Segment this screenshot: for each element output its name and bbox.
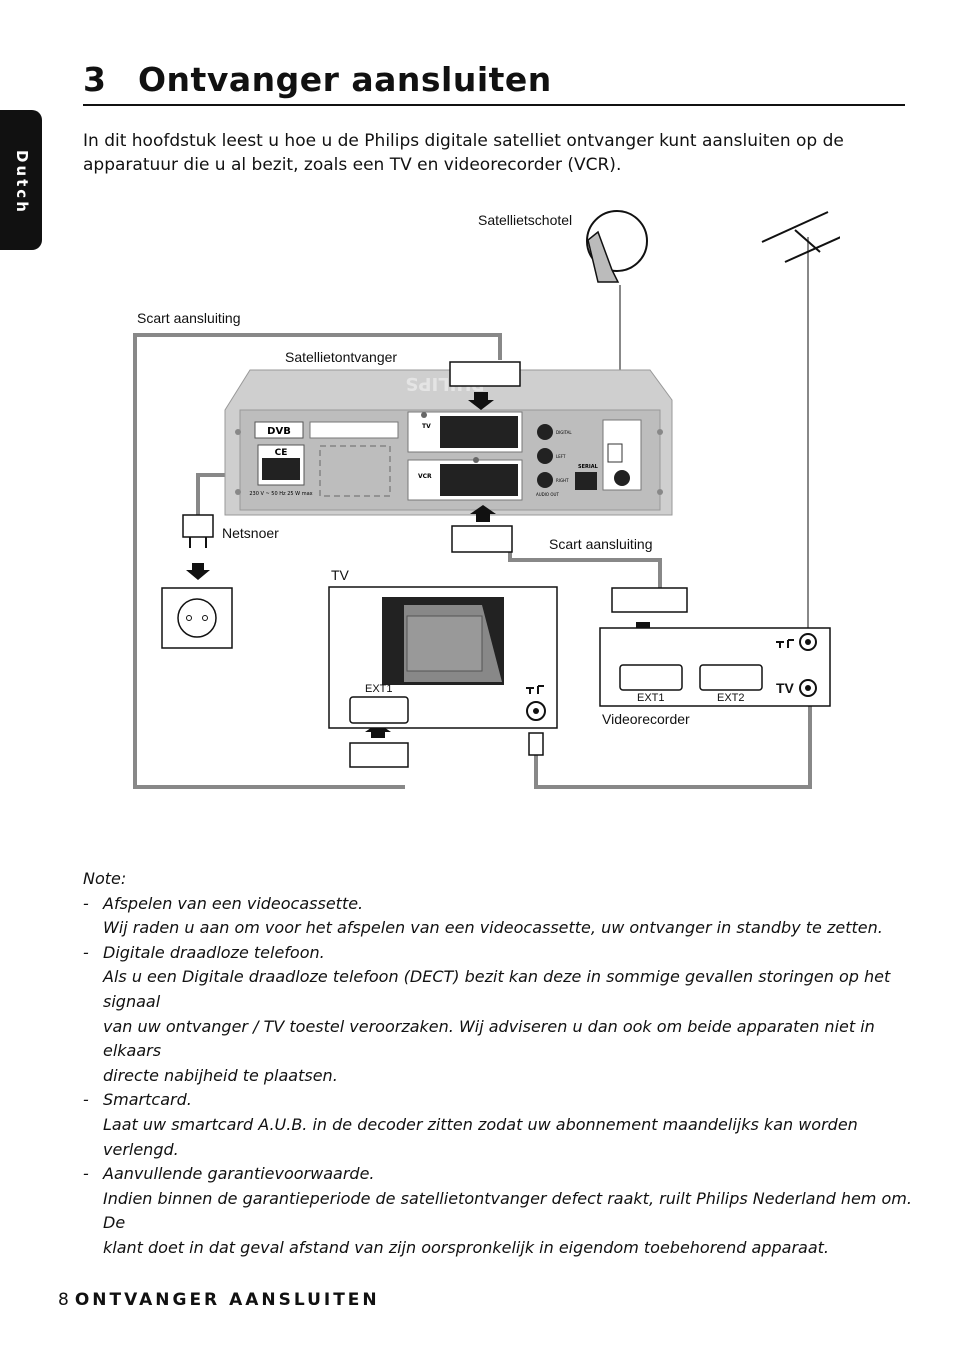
- note-line: Wij raden u aan om voor het afspelen van…: [103, 918, 883, 938]
- receiver-digital-label: DIGITAL: [556, 430, 572, 435]
- power-cord-label: Netsnoer: [222, 525, 279, 541]
- receiver-left-label: LEFT: [556, 454, 566, 459]
- scart-cable-left: [133, 333, 502, 789]
- scart-plug-top: [449, 361, 521, 410]
- receiver-label: Satellietontvanger: [285, 349, 398, 365]
- note-line: van uw ontvanger / TV toestel veroorzake…: [103, 1016, 875, 1061]
- vcr-ext2-label: EXT2: [717, 692, 745, 704]
- power-plug-icon: [182, 514, 214, 580]
- intro-paragraph: In dit hoofdstuk leest u hoe u de Philip…: [83, 129, 903, 177]
- note-title: Afspelen van een videocassette.: [103, 893, 364, 913]
- satellite-dish-icon: [586, 210, 648, 283]
- note-title: Smartcard.: [103, 1090, 192, 1110]
- receiver-audio-out-label: AUDIO OUT: [536, 492, 559, 497]
- receiver-right-label: RIGHT: [556, 478, 569, 483]
- tv-box: [328, 586, 558, 756]
- title-rule: [83, 104, 905, 106]
- language-tab: Dutch: [0, 110, 42, 250]
- receiver-back-panel: PHILIPS DVB CE 230 V ~ 50 Hz 25 W max TV…: [224, 369, 673, 516]
- power-rating: 230 V ~ 50 Hz 25 W max: [249, 491, 312, 497]
- chapter-number: 3: [83, 60, 107, 99]
- note-line: Als u een Digitale draadloze telefoon (D…: [103, 967, 891, 1011]
- scart-plug-receiver-vcr: [451, 505, 513, 553]
- receiver-serial-label: SERIAL: [578, 464, 599, 470]
- dvb-logo: DVB: [267, 426, 291, 437]
- diagram-drawing: PHILIPS DVB CE 230 V ~ 50 Hz 25 W max TV…: [133, 210, 840, 789]
- antenna-icon: [761, 211, 840, 263]
- language-tab-label: Dutch: [13, 150, 31, 215]
- note-item: -Afspelen van een videocassette. Wij rad…: [83, 892, 913, 941]
- page-title: 3 Ontvanger aansluiten: [83, 60, 552, 99]
- scart-plug-tv: [349, 723, 409, 768]
- vcr-tv-port-label: TV: [776, 680, 794, 696]
- footer-title: ONTVANGER AANSLUITEN: [74, 1290, 380, 1310]
- vcr-box: [526, 627, 831, 707]
- notes-heading: Note:: [83, 869, 127, 888]
- page-number: 8: [58, 1290, 69, 1310]
- note-line: klant doet in dat geval afstand van zijn…: [103, 1237, 829, 1257]
- vcr-ext1-label: EXT1: [637, 692, 665, 704]
- note-title: Aanvullende garantievoorwaarde.: [103, 1164, 375, 1184]
- scart-mid-label: Scart aansluiting: [549, 536, 653, 552]
- note-item: -Aanvullende garantievoorwaarde. Indien …: [83, 1162, 913, 1260]
- note-line: Indien binnen de garantieperiode de sate…: [103, 1188, 912, 1233]
- tv-ext1-label: EXT1: [365, 683, 393, 695]
- receiver-tv-label: TV: [422, 423, 431, 430]
- note-item: -Smartcard. Laat uw smartcard A.U.B. in …: [83, 1088, 913, 1162]
- intro-text: In dit hoofdstuk leest u hoe u de Philip…: [83, 131, 844, 175]
- scart-top-label: Scart aansluiting: [137, 310, 241, 326]
- note-item: -Digitale draadloze telefoon. Als u een …: [83, 941, 913, 1089]
- dish-label: Satellietschotel: [478, 212, 573, 228]
- notes-section: Note: -Afspelen van een videocassette. W…: [83, 867, 913, 1261]
- wall-socket-icon: [161, 587, 233, 649]
- ce-mark: CE: [275, 448, 288, 458]
- note-title: Digitale draadloze telefoon.: [103, 942, 325, 962]
- vcr-label: Videorecorder: [602, 711, 690, 727]
- tv-label: TV: [331, 567, 349, 583]
- receiver-vcr-label: VCR: [418, 473, 432, 480]
- note-line: Laat uw smartcard A.U.B. in de decoder z…: [103, 1114, 858, 1159]
- chapter-title: Ontvanger aansluiten: [138, 60, 552, 99]
- note-line: directe nabijheid te plaatsen.: [103, 1065, 338, 1085]
- coax-cable-vcr-tv: [534, 700, 812, 789]
